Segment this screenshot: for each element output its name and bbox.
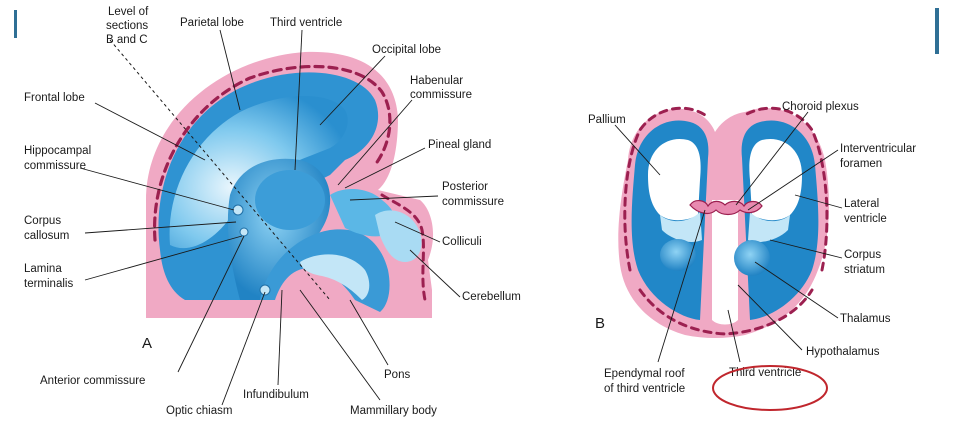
label-lateral-ventricle: ventricle [844, 213, 887, 225]
label-pallium: Pallium [588, 114, 626, 126]
label-ependymal-roof: Ependymal roof [604, 368, 685, 380]
panel-a-letter: A [142, 335, 152, 352]
label-pineal-gland: Pineal gland [428, 139, 491, 151]
label-corpus: Corpus [24, 215, 61, 227]
label-level-of: Level of [108, 6, 149, 18]
label-posterior: Posterior [442, 181, 488, 193]
label-posterior-commissure: commissure [442, 196, 504, 208]
label-habenular: Habenular [410, 75, 463, 87]
right-corpus-striatum [734, 240, 770, 276]
label-lamina-terminalis: terminalis [24, 278, 73, 290]
panel-b: Pallium Choroid plexus Interventricular … [588, 101, 916, 410]
label-parietal-lobe: Parietal lobe [180, 17, 244, 29]
right-edge-bar [935, 8, 939, 54]
label-lateral: Lateral [844, 198, 879, 210]
label-third-ventricle-a: Third ventricle [270, 17, 342, 29]
label-anterior-commissure: Anterior commissure [40, 375, 145, 387]
label-interventricular: Interventricular [840, 143, 916, 155]
label-colliculi: Colliculi [442, 236, 482, 248]
panel-a: Level of sections B and C Parietal lobe … [24, 6, 521, 417]
hippocampal-commissure-mark [233, 205, 243, 215]
third-ventricle-region [255, 170, 325, 230]
label-hippocampal-commissure: commissure [24, 160, 86, 172]
label-hippocampal: Hippocampal [24, 145, 91, 157]
label-frontal-lobe: Frontal lobe [24, 92, 85, 104]
label-infundibulum: Infundibulum [243, 389, 309, 401]
label-foramen: foramen [840, 158, 882, 170]
optic-chiasm-mark [260, 285, 270, 295]
label-hypothalamus: Hypothalamus [806, 346, 880, 358]
label-optic-chiasm: Optic chiasm [166, 405, 232, 417]
label-cerebellum: Cerebellum [462, 291, 521, 303]
label-choroid-plexus: Choroid plexus [782, 101, 859, 113]
label-mammillary-body: Mammillary body [350, 405, 437, 417]
label-lamina: Lamina [24, 263, 62, 275]
label-corpus-b: Corpus [844, 249, 881, 261]
left-edge-bar [14, 10, 17, 38]
label-corpus-callosum: callosum [24, 230, 69, 242]
left-corpus-striatum [660, 239, 696, 271]
label-corpus-striatum: striatum [844, 264, 885, 276]
anterior-commissure-mark [240, 228, 248, 236]
label-sections: sections [106, 20, 148, 32]
label-pons: Pons [384, 369, 410, 381]
label-of-third-ventricle: of third ventricle [604, 383, 685, 395]
label-thalamus: Thalamus [840, 313, 891, 325]
label-habenular-commissure: commissure [410, 89, 472, 101]
panel-b-letter: B [595, 315, 605, 332]
label-occipital-lobe: Occipital lobe [372, 44, 441, 56]
label-b-and-c: B and C [106, 34, 148, 46]
third-ventricle-b [712, 200, 738, 325]
